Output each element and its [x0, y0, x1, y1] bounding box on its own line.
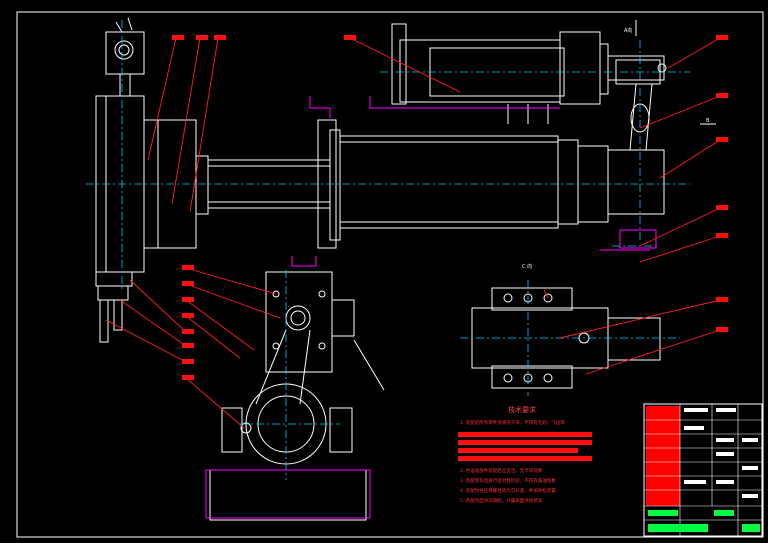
notes-title: 技术要求 [508, 405, 536, 414]
linkage-view [209, 271, 385, 521]
section-label-b: B [706, 118, 710, 124]
drawing-border [16, 11, 764, 538]
section-label-a: A向 [624, 27, 632, 34]
note-line: 1. 装配前所有零件须清洗干净，不得有毛刺，飞边等 [460, 419, 565, 426]
note-line: 4. 装配时各连接螺栓须均匀拧紧，并加防松装置 [460, 487, 556, 494]
note-line: 5. 各配合面涂润滑脂，外露表面涂防锈漆 [460, 497, 543, 504]
hidden-lines [205, 96, 657, 519]
note-line: 3. 装配完毕后进行密封性检验，不得有漏油现象 [460, 477, 556, 484]
view-label-c: C 向 [522, 263, 532, 270]
centerlines [86, 20, 690, 480]
technical-notes: 技术要求 1. 装配前所有零件须清洗干净，不得有毛刺，飞边等 2. 各运动部件装… [458, 405, 592, 504]
upper-cylinder [391, 23, 667, 124]
part-tags [172, 35, 728, 380]
note-line: 2. 各运动部件装配后应灵活，无卡滞现象 [460, 467, 543, 474]
main-cylinder-assembly [95, 17, 665, 343]
title-block [643, 403, 763, 537]
part-leaders [105, 37, 721, 429]
